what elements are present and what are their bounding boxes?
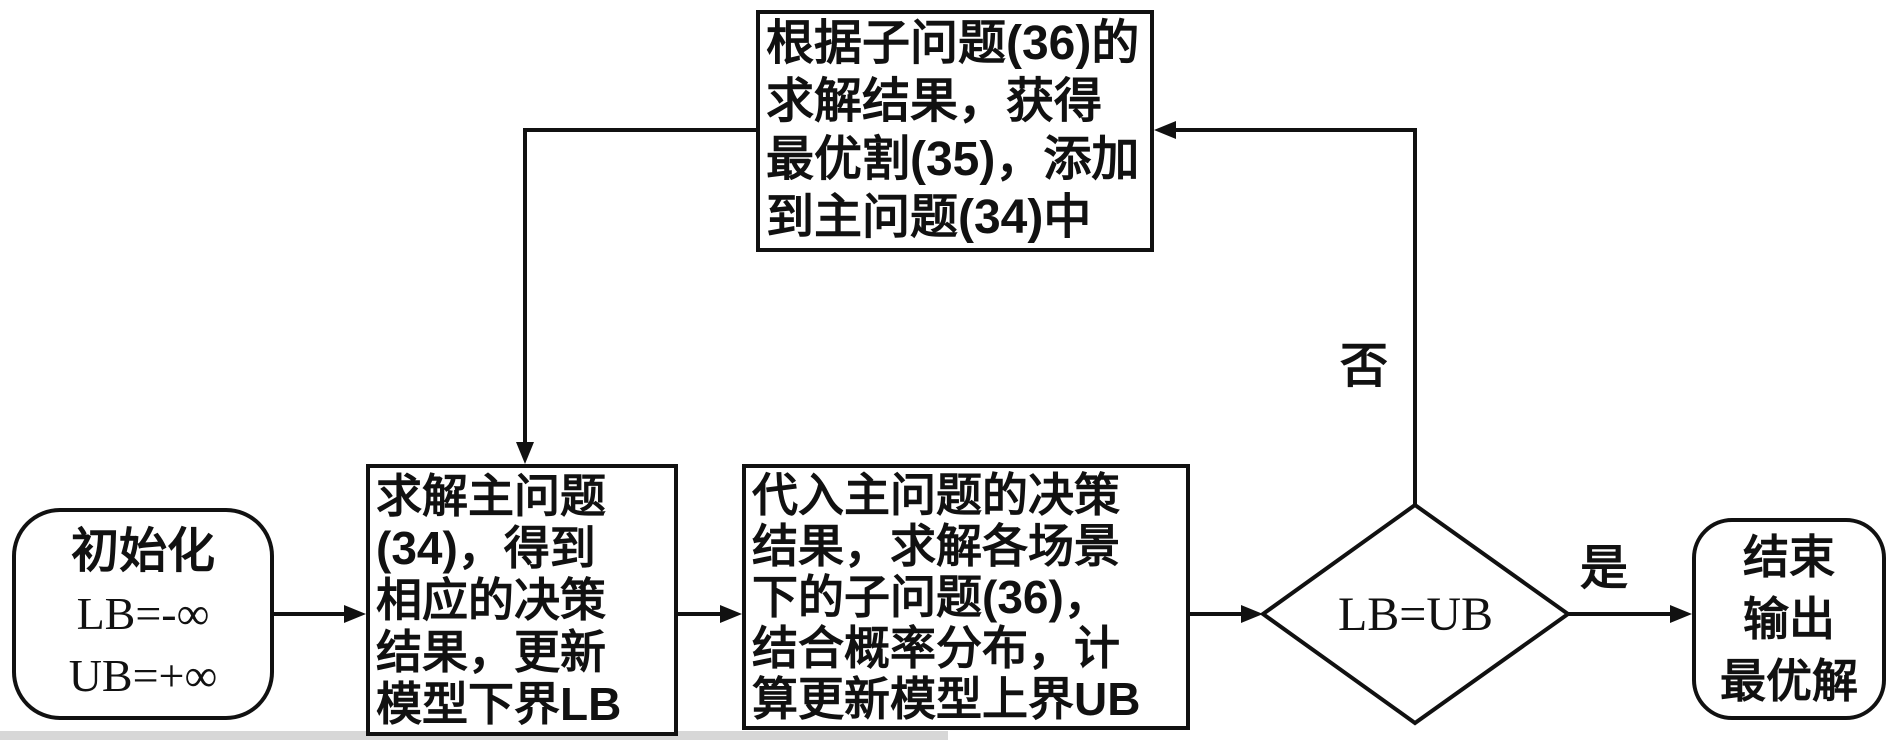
end-node: 结束 输出 最优解 (1692, 518, 1886, 720)
text-line: 根据子问题(36)的 (766, 17, 1140, 70)
text-line: 到主问题(34)中 (766, 191, 1092, 244)
start-node-lb: LB=-∞ (76, 588, 210, 639)
text-line: 算更新模型上界UB (752, 672, 1141, 725)
add-optimal-cut-box: 根据子问题(36)的 求解结果，获得 最优割(35)，添加 到主问题(34)中 (756, 10, 1154, 252)
text-line: 结合概率分布，计 (752, 621, 1120, 674)
arrowhead-start-to-master (344, 605, 366, 623)
arrowhead-sub-to-decision (1241, 605, 1263, 623)
decision-node-label: LB=UB (1337, 587, 1494, 641)
text-line: 结果，求解各场景 (752, 519, 1120, 572)
text-line: 下的子问题(36)， (752, 570, 1110, 623)
connector-decision-to-cut (1176, 128, 1417, 505)
connector-cut-to-master (523, 128, 756, 444)
text-line: 结果，更新 (376, 626, 606, 678)
solve-master-problem-box: 求解主问题 (34)，得到 相应的决策 结果，更新 模型下界LB (366, 464, 678, 736)
edge-label-no: 否 (1340, 340, 1389, 393)
text-line: 最优割(35)，添加 (766, 133, 1140, 186)
text-line: 代入主问题的决策 (752, 468, 1120, 521)
text-line: 最优解 (1720, 655, 1858, 707)
arrowhead-into-master-box (516, 442, 534, 464)
arrowhead-master-to-sub (720, 605, 742, 623)
arrowhead-decision-to-end (1670, 605, 1692, 623)
text-line: 求解主问题 (376, 470, 606, 522)
decision-diamond-shape (1259, 502, 1572, 726)
text-line: 求解结果，获得 (766, 75, 1103, 128)
arrowhead-into-cut-box (1154, 121, 1176, 139)
text-line: 结束 (1743, 531, 1835, 583)
edge-label-yes: 是 (1580, 542, 1629, 595)
text-line: 模型下界LB (376, 678, 622, 730)
solve-subproblems-box: 代入主问题的决策 结果，求解各场景 下的子问题(36)， 结合概率分布，计 算更… (742, 464, 1190, 730)
text-line: (34)，得到 (376, 522, 596, 574)
text-line: 相应的决策 (376, 574, 606, 626)
start-node-line: 初始化 (70, 525, 215, 578)
text-line: 输出 (1743, 593, 1835, 645)
start-node-ub: UB=+∞ (68, 650, 218, 701)
start-node: 初始化 LB=-∞ UB=+∞ (12, 508, 274, 720)
